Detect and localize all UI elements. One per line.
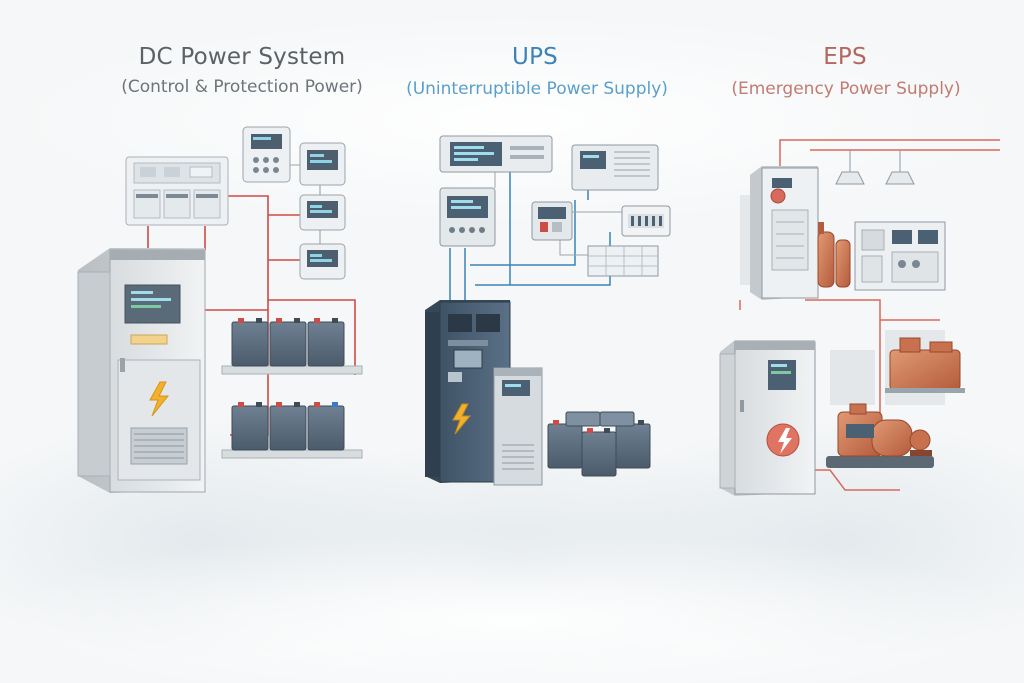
dc-battery-rack-upper	[221, 318, 363, 375]
ups-meter-box	[531, 201, 573, 241]
ups-system-group	[425, 135, 671, 486]
ups-breaker-box	[621, 205, 671, 237]
eps-switchgear-panel	[854, 221, 946, 291]
dc-section-title: DC Power System	[138, 44, 346, 70]
eps-signal-lines	[849, 150, 901, 170]
lightning-bolt-icon	[452, 403, 472, 435]
ups-server-unit	[571, 144, 659, 191]
emergency-light-1	[835, 150, 865, 185]
eps-main-cabinet	[719, 340, 816, 496]
ups-section-title: UPS	[512, 44, 558, 70]
ups-rack-monitor	[439, 135, 553, 173]
ups-control-panel	[439, 187, 496, 247]
dc-monitor-module-1	[299, 142, 346, 186]
dc-monitor-module-3	[299, 243, 346, 280]
dc-power-system-group	[77, 126, 363, 493]
dc-monitor-module-2	[299, 194, 346, 231]
ups-battery-tower	[493, 367, 543, 486]
ups-battery-bank	[547, 411, 651, 477]
dc-distribution-panel	[125, 156, 229, 226]
eps-section-title: EPS	[823, 44, 867, 70]
ups-distribution-panel	[587, 245, 659, 277]
eps-system-group	[719, 139, 1000, 496]
lightning-bolt-icon	[149, 381, 170, 417]
dc-main-cabinet	[77, 248, 206, 493]
eps-fuel-tanks	[817, 222, 851, 288]
lightning-bolt-icon	[778, 428, 792, 454]
dc-section-subtitle: (Control & Protection Power)	[121, 77, 363, 97]
eps-small-generator	[885, 337, 965, 393]
eps-generator	[826, 403, 934, 468]
eps-section-subtitle: (Emergency Power Supply)	[731, 79, 961, 99]
eps-transfer-switch-cabinet	[750, 166, 819, 300]
ups-section-subtitle: (Uninterruptible Power Supply)	[406, 79, 668, 99]
dc-battery-rack-lower	[221, 402, 363, 459]
emergency-light-2	[885, 150, 915, 185]
dc-controller-module	[242, 126, 291, 183]
